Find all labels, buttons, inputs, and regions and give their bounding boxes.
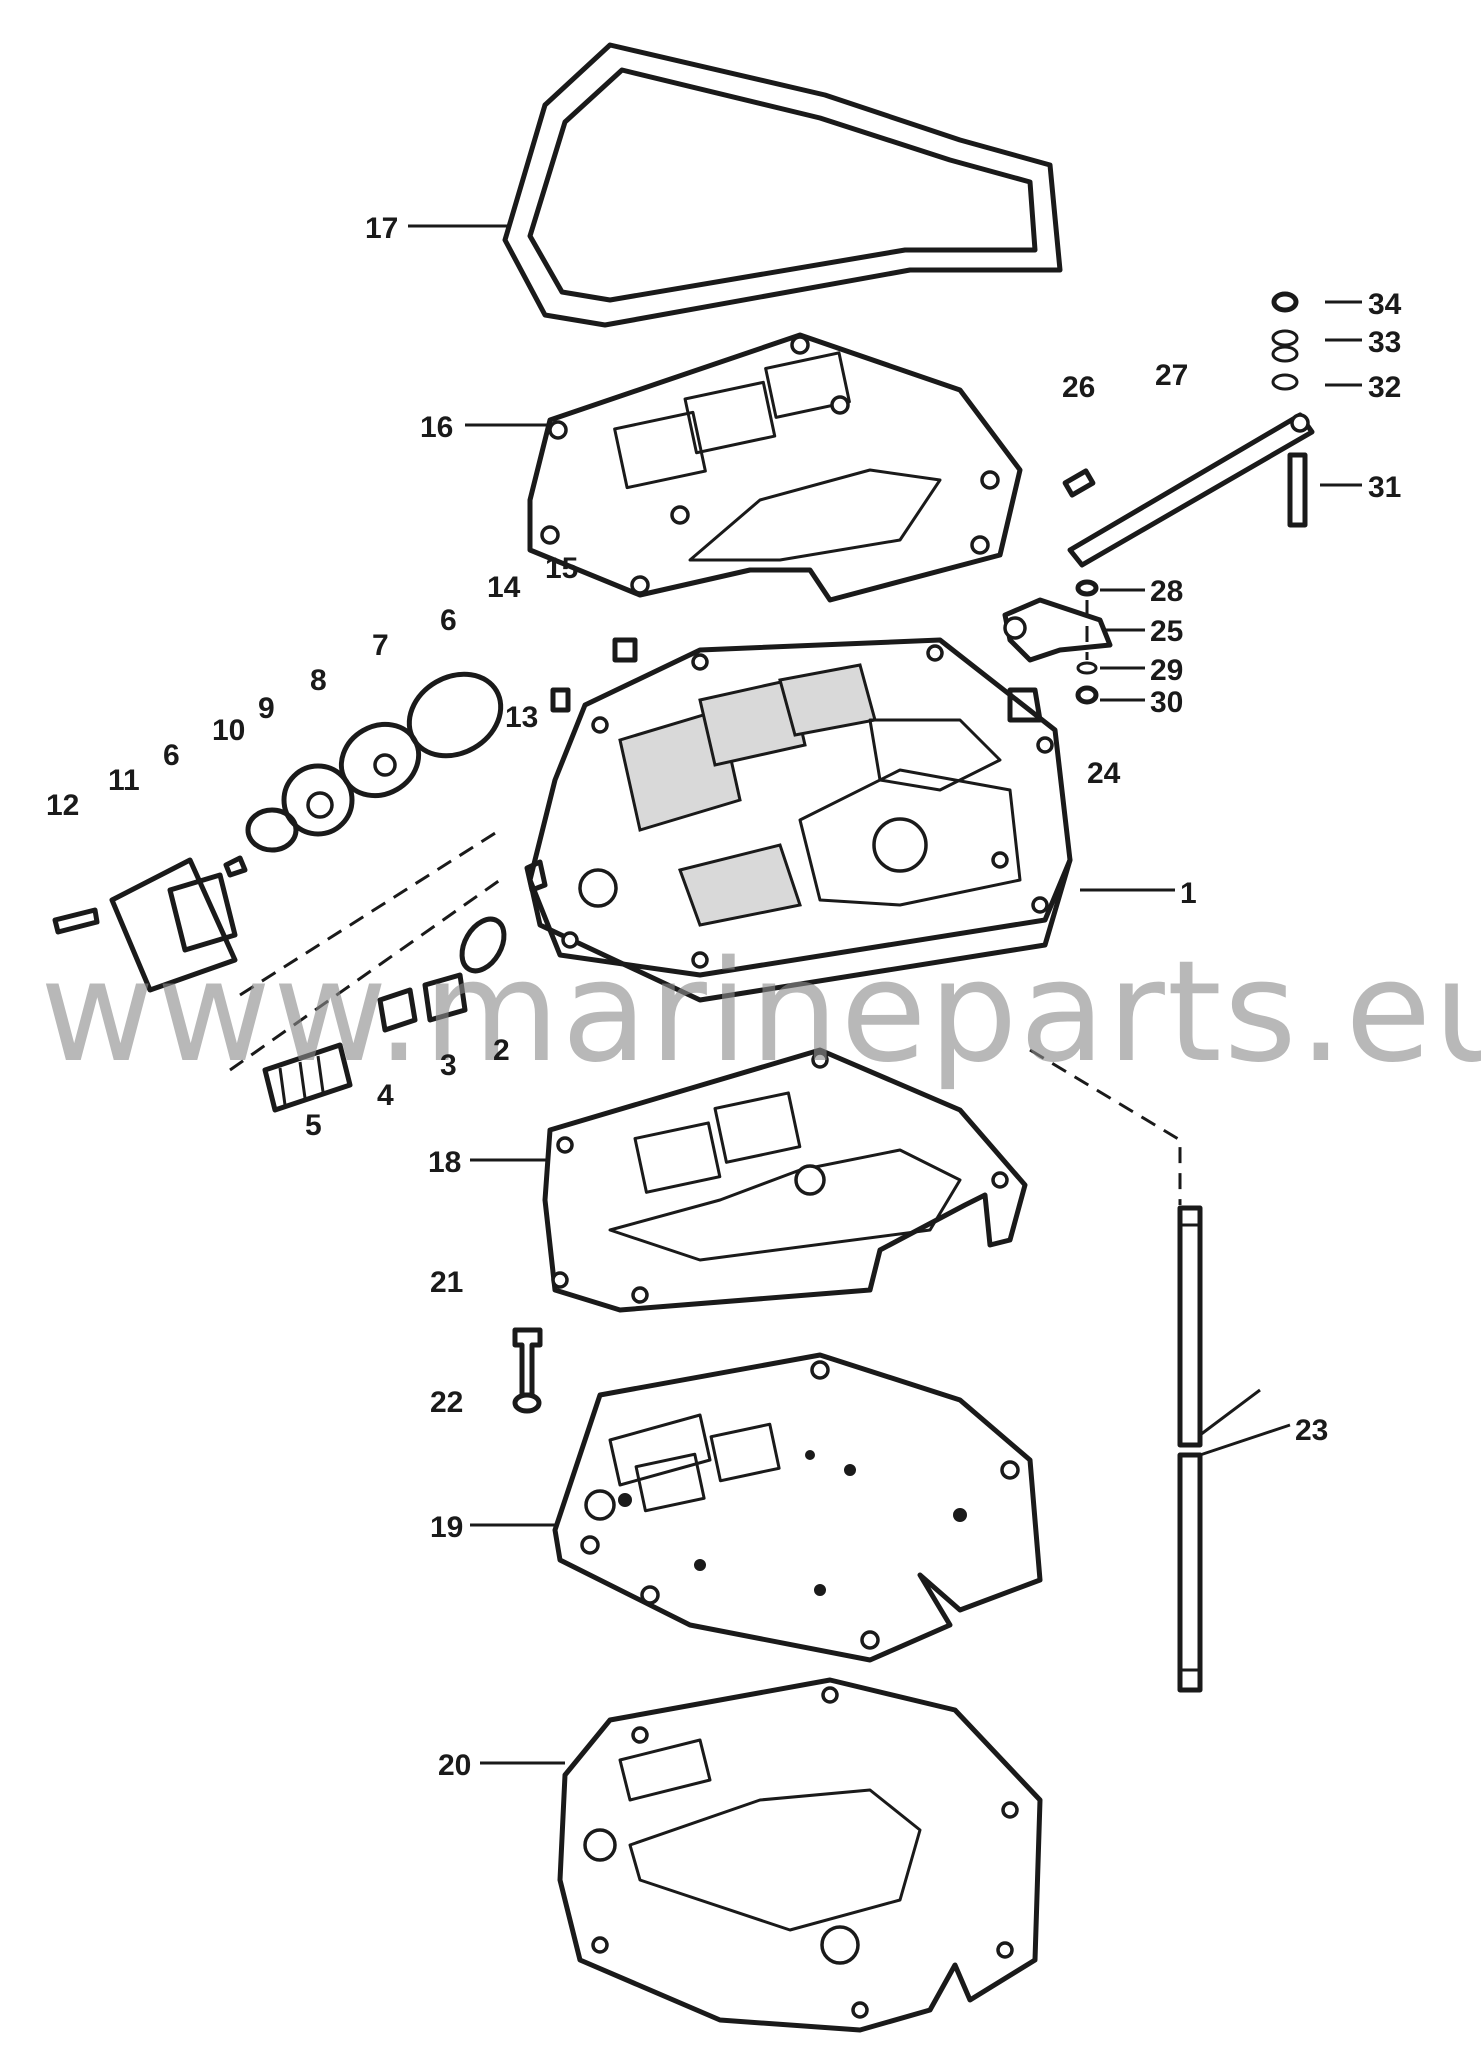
callout-31: 31: [1368, 471, 1401, 504]
callout-1: 1: [1180, 877, 1197, 910]
assembly-dashed-lines: [229, 600, 1182, 1205]
callout-8: 8: [310, 664, 327, 697]
callout-12: 12: [46, 789, 79, 822]
callout-27: 27: [1155, 359, 1188, 392]
callout-16: 16: [420, 411, 453, 444]
callout-14: 14: [487, 571, 521, 604]
callout-20: 20: [438, 1749, 471, 1782]
watermark: www.marineparts.eu: [40, 931, 1481, 1094]
part-17-seal-ring: [502, 42, 1063, 328]
part-23-shafts: [1177, 1205, 1203, 1693]
callout-21: 21: [430, 1266, 463, 1299]
part-21-22-bolt: [512, 1327, 543, 1414]
part-20-bottom-gasket: [557, 1677, 1043, 2033]
callout-10: 10: [212, 714, 245, 747]
part-24-30-linkage: [1002, 468, 1113, 723]
part-19-plate: [552, 1352, 1043, 1663]
callout-15: 15: [545, 552, 578, 585]
callout-34: 34: [1368, 288, 1402, 321]
callout-labels: 1 2 3 4 5 6 6 7 8 9 10 11 12 13 14 15 16…: [46, 212, 1402, 1782]
callout-3: 3: [440, 1049, 457, 1082]
callout-28: 28: [1150, 575, 1183, 608]
callout-2: 2: [493, 1034, 510, 1067]
callout-23: 23: [1295, 1414, 1328, 1447]
part-27-link-arm: [1067, 412, 1315, 568]
callout-11: 11: [108, 764, 140, 797]
callout-29: 29: [1150, 654, 1183, 687]
callout-32: 32: [1368, 371, 1401, 404]
callout-7: 7: [372, 629, 389, 662]
callout-22: 22: [430, 1386, 463, 1419]
callout-30: 30: [1150, 686, 1183, 719]
callout-26: 26: [1062, 371, 1095, 404]
callout-24: 24: [1087, 757, 1121, 790]
callout-9: 9: [258, 692, 275, 725]
callout-19: 19: [430, 1511, 463, 1544]
part-2-13-small-parts: [52, 637, 638, 1113]
part-18-middle-gasket: [542, 1047, 1028, 1313]
callout-6-lower: 6: [163, 739, 180, 772]
part-1-main-block: [527, 637, 1073, 1003]
callout-25: 25: [1150, 615, 1183, 648]
part-31-34-pin-stack: [1271, 291, 1308, 528]
callout-5: 5: [305, 1109, 322, 1142]
callout-4: 4: [377, 1079, 394, 1112]
callout-18: 18: [428, 1146, 461, 1179]
part-16-upper-gasket: [527, 332, 1023, 603]
callout-6-upper: 6: [440, 604, 457, 637]
callout-17: 17: [365, 212, 398, 245]
callout-13: 13: [505, 701, 538, 734]
callout-33: 33: [1368, 326, 1401, 359]
leader-lines: [408, 224, 1362, 1765]
